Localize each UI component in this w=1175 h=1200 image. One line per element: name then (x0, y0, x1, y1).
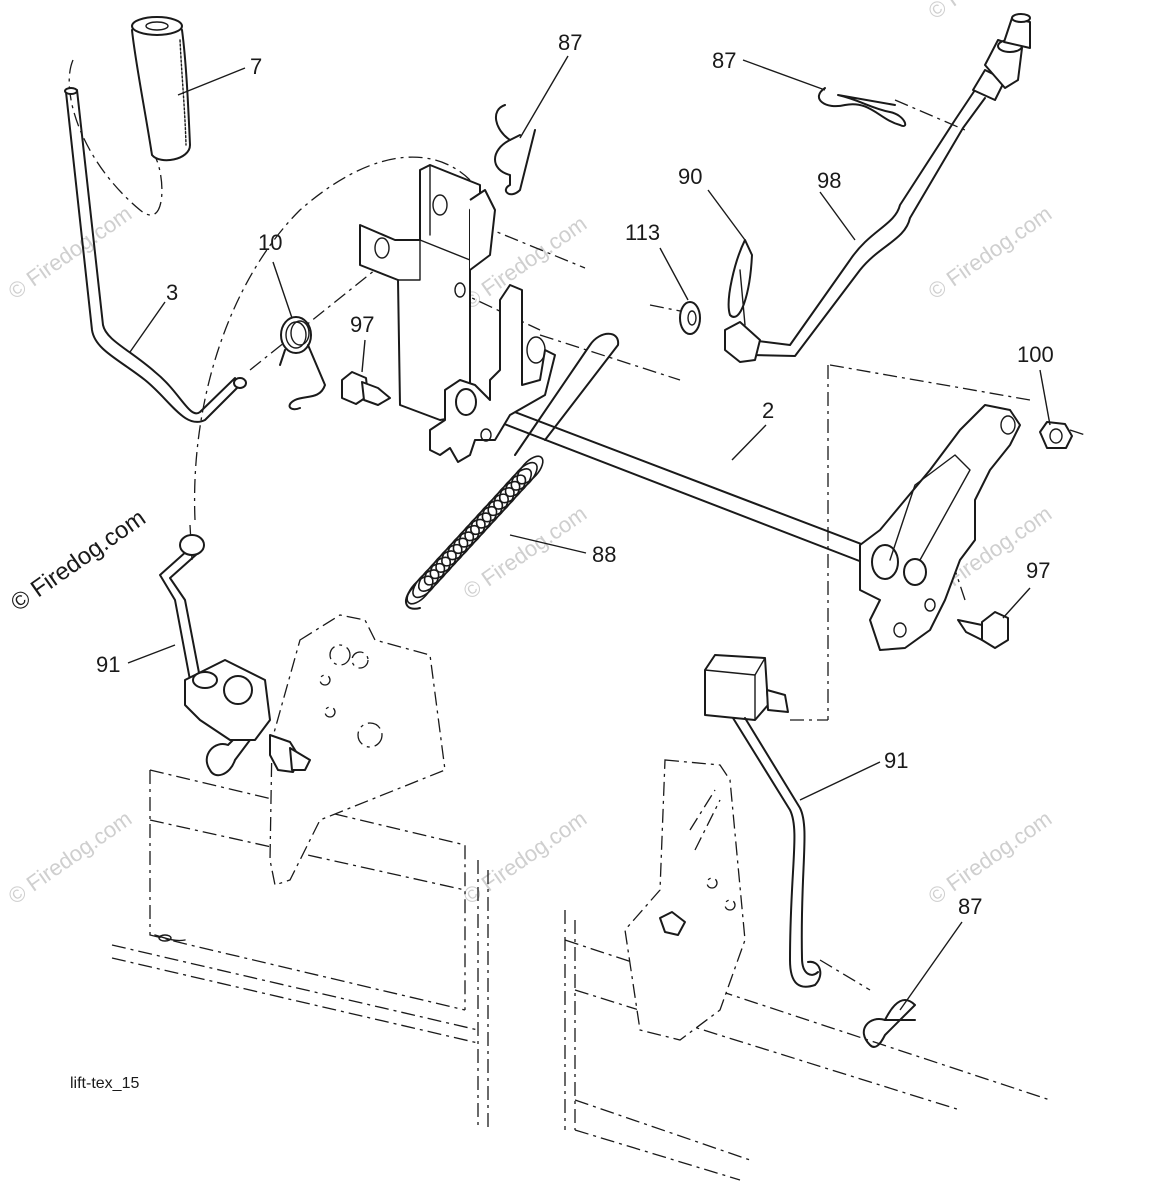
mower-deck-phantom (111, 769, 1051, 1181)
bolt-upper (341, 371, 391, 406)
spring-coil (510, 461, 538, 491)
lever-grip (131, 16, 191, 162)
callout-97: 97 (1026, 558, 1050, 583)
callout-97: 97 (350, 312, 374, 337)
adjustment-rod (724, 13, 1031, 363)
callouts: 7 3 10 97 87 87 90 98 113 100 2 88 97 91… (96, 30, 1054, 919)
spring-coil (504, 468, 533, 498)
callout-10: 10 (258, 230, 282, 255)
torsion-spring (279, 316, 326, 411)
drawing-reference: lift-tex_15 (70, 1075, 139, 1092)
lift-link-left (159, 534, 311, 773)
callout-91: 91 (96, 652, 120, 677)
leader-lines (127, 55, 1051, 1011)
callout-90: 90 (678, 164, 702, 189)
hairpin-clip-lower-right (862, 999, 916, 1048)
watermark: © Firedog.com (924, 806, 1057, 909)
spring-coil (498, 474, 527, 504)
hairpin-clip-upper-right (817, 87, 907, 127)
callout-7: 7 (250, 54, 262, 79)
spring-coil (516, 455, 544, 485)
callout-88: 88 (592, 542, 616, 567)
watermark: © Firedog.com (924, 0, 1057, 24)
watermark: © Firedog.com (924, 201, 1057, 304)
lift-link-right (704, 654, 822, 988)
callout-91: 91 (884, 748, 908, 773)
nut (1039, 421, 1073, 449)
callout-87: 87 (958, 894, 982, 919)
callout-87: 87 (712, 48, 736, 73)
callout-100: 100 (1017, 342, 1054, 367)
pivot-bracket (359, 164, 496, 421)
washer (679, 301, 701, 335)
callout-2: 2 (762, 398, 774, 423)
right-lift-bracket-phantom (624, 759, 746, 1041)
callout-113: 113 (625, 220, 660, 245)
cotter-pin (727, 239, 753, 326)
left-lift-bracket-phantom (269, 614, 446, 886)
callout-87: 87 (558, 30, 582, 55)
extension-spring (405, 332, 620, 610)
hairpin-clip-upper-center (494, 104, 536, 196)
watermark: © Firedog.com (4, 201, 137, 304)
lift-shaft (429, 284, 1021, 651)
callout-3: 3 (166, 280, 178, 305)
watermark-prominent: © Firedog.com (6, 504, 151, 617)
lift-lever (64, 87, 247, 423)
bolt-lower (957, 611, 1009, 649)
callout-98: 98 (817, 168, 841, 193)
watermark: © Firedog.com (4, 806, 137, 909)
